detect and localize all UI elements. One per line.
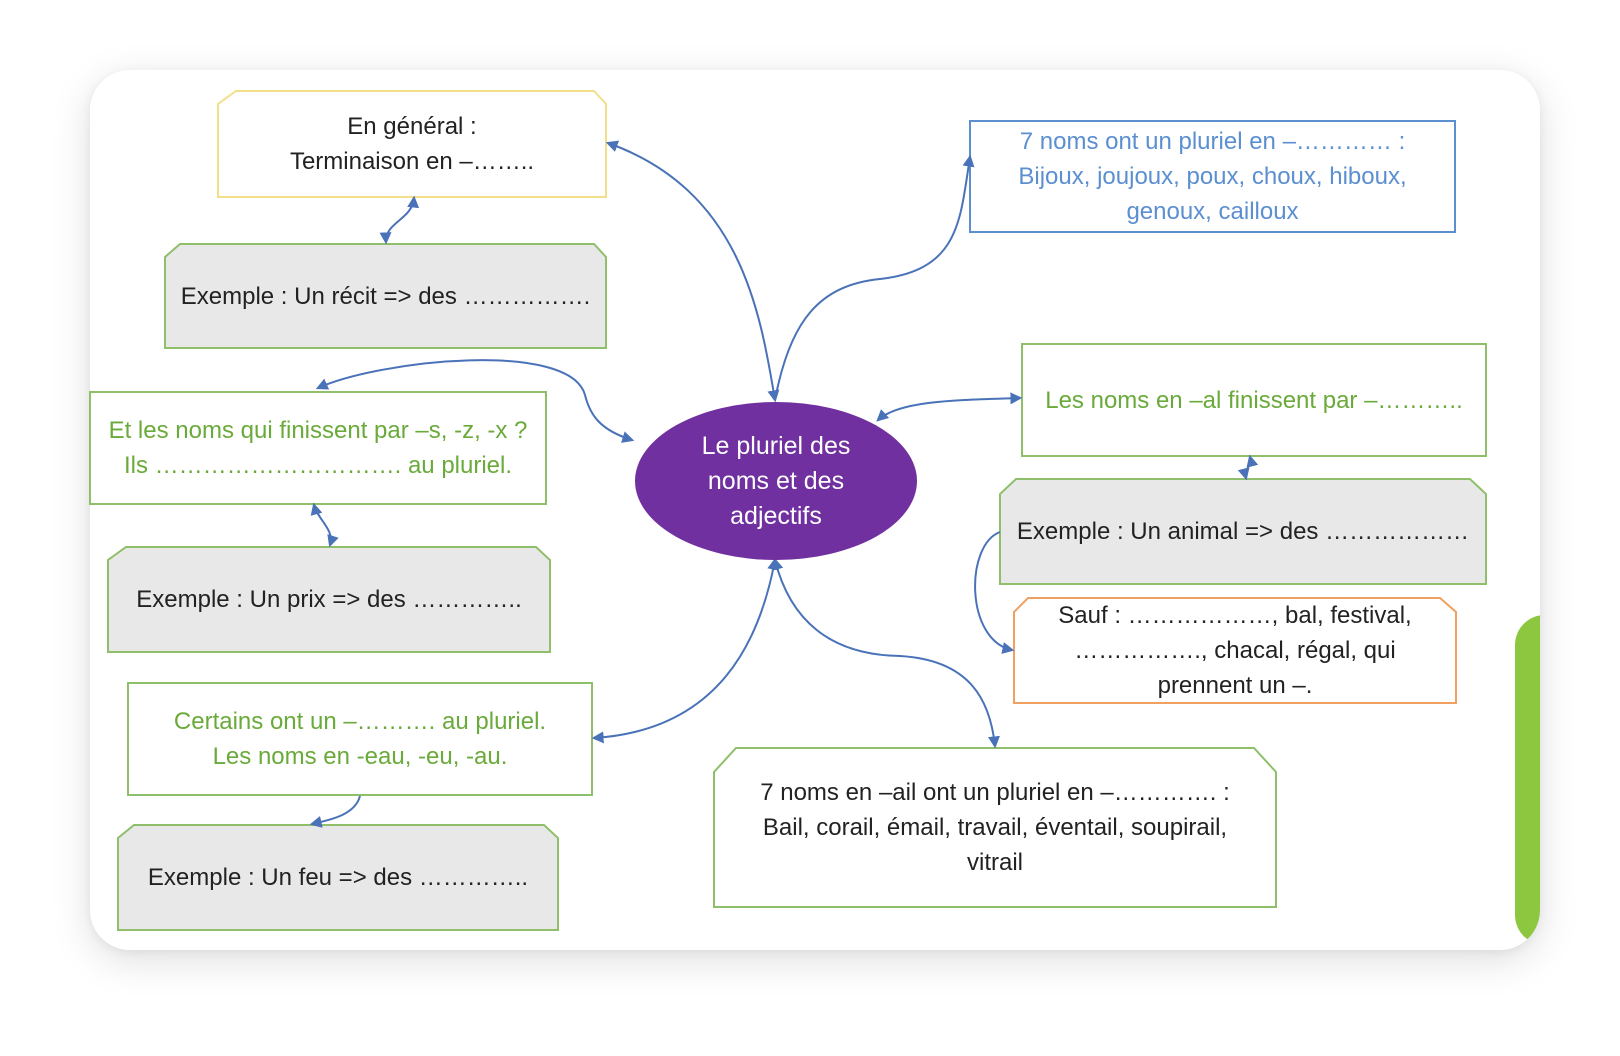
box-sauf-line-2: ……………., chacal, régal, qui [1074, 637, 1396, 664]
box-example-animal: Exemple : Un animal => des ……………… [1000, 479, 1486, 584]
box-example-animal-line-1: Exemple : Un animal => des ……………… [1016, 518, 1470, 545]
box-sauf-line-1: Sauf : ………………, bal, festival, [1058, 602, 1412, 629]
box-ail-shape [713, 747, 1277, 908]
box-example-prix-shape [107, 546, 551, 653]
box-oux: 7 noms ont un pluriel en –………… : Bijoux,… [970, 121, 1455, 232]
box-oux-shape [969, 120, 1456, 233]
box-certains: Certains ont un –………. au pluriel. Les no… [128, 683, 592, 795]
box-al-line-1: Les noms en –al finissent par –……….. [1045, 386, 1463, 414]
box-general-line-2: Terminaison en –…….. [289, 148, 535, 175]
box-example-recit-line-1: Exemple : Un récit => des ……………. [180, 282, 591, 310]
box-al: Les noms en –al finissent par –……….. [1022, 344, 1486, 456]
box-certains-line-2: Les noms en -eau, -eu, -au. [212, 743, 508, 770]
box-sauf: Sauf : ………………, bal, festival, ……………., ch… [1014, 598, 1456, 703]
box-oux-line-2: Bijoux, joujoux, poux, choux, hiboux, [1018, 163, 1407, 190]
box-ail: 7 noms en –ail ont un pluriel en –…………. … [714, 748, 1276, 907]
box-example-animal-shape [999, 478, 1487, 585]
center-topic-node: Le pluriel des noms et des adjectifs [635, 402, 917, 560]
box-s-z-x-line-2: Ils …………………………. au pluriel. [123, 452, 513, 479]
box-example-feu-shape [117, 824, 559, 931]
box-general: En général : Terminaison en –…….. [218, 91, 606, 197]
box-example-prix-line-1: Exemple : Un prix => des ………….. [136, 586, 522, 613]
box-general-line-1: En général : [347, 113, 477, 140]
box-s-z-x: Et les noms qui finissent par –s, -z, -x… [90, 392, 546, 504]
box-example-prix: Exemple : Un prix => des ………….. [108, 547, 550, 652]
box-ail-line-3: vitrail [966, 849, 1023, 876]
box-example-recit: Exemple : Un récit => des ……………. [165, 244, 606, 348]
box-s-z-x-line-1: Et les noms qui finissent par –s, -z, -x… [108, 417, 528, 444]
box-example-feu-line-1: Exemple : Un feu => des ………….. [147, 864, 529, 891]
center-topic-line-1: Le pluriel des [701, 431, 851, 460]
box-al-shape [1021, 343, 1487, 457]
box-ail-line-2: Bail, corail, émail, travail, éventail, … [762, 814, 1228, 841]
box-ail-line-1: 7 noms en –ail ont un pluriel en –…………. … [760, 779, 1230, 806]
box-sauf-shape [1013, 597, 1457, 704]
box-oux-line-1: 7 noms ont un pluriel en –………… : [1019, 128, 1406, 155]
center-topic-line-3: adjectifs [730, 501, 822, 530]
side-tab[interactable] [1515, 615, 1540, 945]
box-oux-line-3: genoux, cailloux [1126, 198, 1299, 225]
box-example-feu: Exemple : Un feu => des ………….. [118, 825, 558, 930]
center-topic-line-2: noms et des [707, 466, 845, 495]
box-certains-line-1: Certains ont un –………. au pluriel. [173, 708, 547, 735]
box-sauf-line-3: prennent un –. [1157, 672, 1313, 699]
